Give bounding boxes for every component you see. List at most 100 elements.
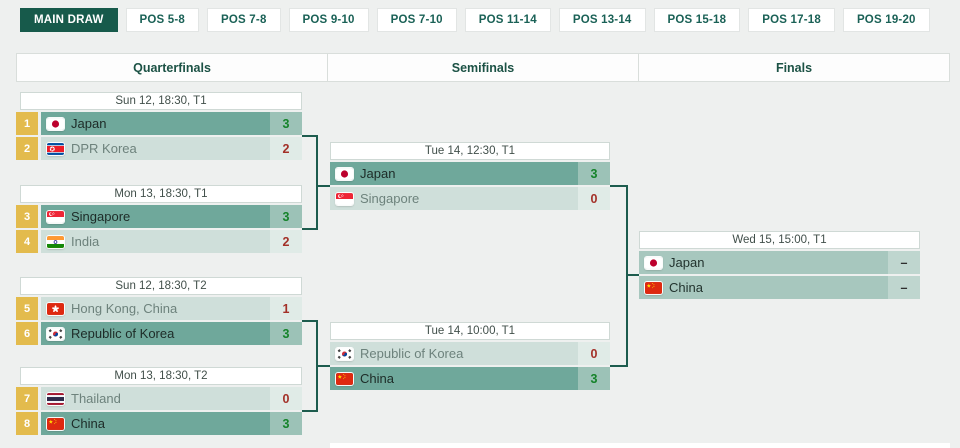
match-schedule: Wed 15, 15:00, T1: [639, 231, 920, 249]
team-name: China: [360, 371, 394, 386]
team-name: Japan: [669, 255, 705, 270]
flag-south-korea-icon: [47, 328, 64, 340]
score-cell: 3: [270, 112, 302, 135]
seed-badge: 1: [16, 112, 38, 135]
team-row-japan[interactable]: Japan 3: [330, 162, 610, 185]
bracket-connector-line: [316, 135, 318, 230]
match-sf1: Tue 14, 12:30, T1 Japan 3 Singapore 0: [330, 142, 610, 210]
team-row-china[interactable]: China –: [639, 276, 920, 299]
round-header-finals: Finals: [638, 54, 949, 81]
match-schedule: Sun 12, 18:30, T1: [20, 92, 302, 110]
score-cell: 3: [578, 367, 610, 390]
match-qf3: Sun 12, 18:30, T2 5 Hong Kong, China 1 6…: [16, 277, 302, 345]
team-row-china[interactable]: 8 China 3: [16, 412, 302, 435]
team-row-singapore[interactable]: Singapore 0: [330, 187, 610, 210]
tab-main-draw[interactable]: MAIN DRAW: [20, 8, 118, 32]
score-cell: –: [888, 276, 920, 299]
round-header-quarterfinals: Quarterfinals: [133, 60, 211, 75]
bracket-connector-line: [626, 274, 639, 276]
team-row-hong-kong[interactable]: 5 Hong Kong, China 1: [16, 297, 302, 320]
flag-china-icon: [645, 282, 662, 294]
seed-badge: 5: [16, 297, 38, 320]
tab-pos-9-10[interactable]: POS 9-10: [288, 8, 369, 32]
flag-hong-kong-icon: [47, 303, 64, 315]
team-name: Japan: [71, 116, 107, 131]
score-cell: 0: [578, 342, 610, 365]
match-qf1: Sun 12, 18:30, T1 1 Japan 3 2 DPR Korea …: [16, 92, 302, 160]
bracket-connector-line: [302, 320, 318, 322]
team-row-japan[interactable]: 1 Japan 3: [16, 112, 302, 135]
score-cell: 3: [270, 412, 302, 435]
score-cell: 0: [270, 387, 302, 410]
team-row-india[interactable]: 4 India 2: [16, 230, 302, 253]
bracket-connector-line: [610, 185, 628, 187]
team-name: China: [669, 280, 703, 295]
tab-pos-5-8[interactable]: POS 5-8: [125, 8, 200, 32]
seed-badge: 8: [16, 412, 38, 435]
bracket-connector-line: [316, 365, 330, 367]
tab-pos-13-14[interactable]: POS 13-14: [558, 8, 646, 32]
bracket-connector-line: [626, 185, 628, 367]
seed-badge: 6: [16, 322, 38, 345]
score-cell: 3: [270, 322, 302, 345]
bracket-connector-line: [302, 228, 318, 230]
seed-badge: 7: [16, 387, 38, 410]
team-name: Japan: [360, 166, 396, 181]
match-final: Wed 15, 15:00, T1 Japan – China –: [639, 231, 920, 299]
round-header-semifinals: Semifinals: [327, 54, 638, 81]
score-cell: 3: [270, 205, 302, 228]
flag-singapore-icon: [336, 193, 353, 205]
tab-pos-7-8[interactable]: POS 7-8: [207, 8, 281, 32]
bracket-connector-line: [610, 365, 628, 367]
seed-badge: 3: [16, 205, 38, 228]
score-cell: 2: [270, 137, 302, 160]
team-row-singapore[interactable]: 3 Singapore 3: [16, 205, 302, 228]
team-name: DPR Korea: [71, 141, 137, 156]
flag-india-icon: [47, 236, 64, 248]
team-row-republic-of-korea[interactable]: 6 Republic of Korea 3: [16, 322, 302, 345]
match-schedule: Mon 13, 18:30, T1: [20, 185, 302, 203]
flag-singapore-icon: [47, 211, 64, 223]
tab-pos-15-18[interactable]: POS 15-18: [653, 8, 741, 32]
team-row-china[interactable]: China 3: [330, 367, 610, 390]
flag-dpr-korea-icon: [47, 143, 64, 155]
team-name: Hong Kong, China: [71, 301, 178, 316]
team-row-dpr-korea[interactable]: 2 DPR Korea 2: [16, 137, 302, 160]
draw-tab-strip: MAIN DRAW POS 5-8 POS 7-8 POS 9-10 POS 7…: [20, 8, 930, 32]
score-cell: –: [888, 251, 920, 274]
score-cell: 0: [578, 187, 610, 210]
round-header-bar: Quarterfinals Semifinals Finals: [16, 53, 950, 82]
flag-japan-icon: [336, 168, 353, 180]
team-name: India: [71, 234, 100, 249]
tab-pos-7-10[interactable]: POS 7-10: [376, 8, 457, 32]
tab-pos-19-20[interactable]: POS 19-20: [842, 8, 930, 32]
team-name: Singapore: [71, 209, 131, 224]
team-name: China: [71, 416, 105, 431]
tab-pos-17-18[interactable]: POS 17-18: [748, 8, 835, 32]
bracket-connector-line: [302, 410, 318, 412]
match-schedule: Tue 14, 10:00, T1: [330, 322, 610, 340]
flag-thailand-icon: [47, 393, 64, 405]
team-name: Republic of Korea: [360, 346, 464, 361]
match-schedule: Sun 12, 18:30, T2: [20, 277, 302, 295]
flag-japan-icon: [645, 257, 662, 269]
seed-badge: 4: [16, 230, 38, 253]
flag-china-icon: [336, 373, 353, 385]
bracket-connector-line: [302, 135, 318, 137]
tab-pos-11-14[interactable]: POS 11-14: [464, 8, 551, 32]
score-cell: 1: [270, 297, 302, 320]
match-schedule: Mon 13, 18:30, T2: [20, 367, 302, 385]
seed-badge: 2: [16, 137, 38, 160]
flag-japan-icon: [47, 118, 64, 130]
team-name: Republic of Korea: [71, 326, 175, 341]
team-row-republic-of-korea[interactable]: Republic of Korea 0: [330, 342, 610, 365]
match-qf4: Mon 13, 18:30, T2 7 Thailand 0 8 China 3: [16, 367, 302, 435]
score-cell: 3: [578, 162, 610, 185]
score-cell: 2: [270, 230, 302, 253]
team-row-thailand[interactable]: 7 Thailand 0: [16, 387, 302, 410]
bottom-panel-edge: [330, 443, 950, 448]
match-qf2: Mon 13, 18:30, T1 3 Singapore 3 4 India …: [16, 185, 302, 253]
flag-south-korea-icon: [336, 348, 353, 360]
team-row-japan[interactable]: Japan –: [639, 251, 920, 274]
bracket-connector-line: [316, 185, 330, 187]
